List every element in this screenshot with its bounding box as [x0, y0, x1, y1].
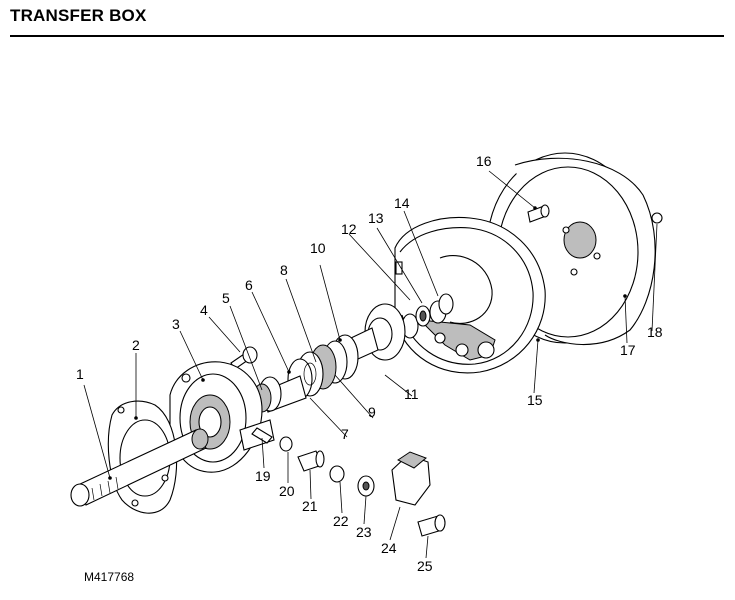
small-parts — [251, 204, 663, 537]
header-divider — [10, 35, 724, 37]
output-flange — [329, 303, 406, 369]
callout-8: 8 — [280, 262, 288, 278]
callout-11: 11 — [404, 386, 419, 402]
callout-20: 20 — [279, 483, 295, 499]
input-shaft — [70, 428, 209, 507]
callout-16: 16 — [476, 153, 492, 169]
callout-25: 25 — [417, 558, 433, 574]
callout-7: 7 — [341, 426, 349, 442]
callout-1: 1 — [76, 366, 84, 382]
callout-22: 22 — [333, 513, 349, 529]
oil-seals — [401, 293, 454, 339]
callout-4: 4 — [200, 302, 208, 318]
callout-9: 9 — [368, 404, 376, 420]
callout-23: 23 — [356, 524, 372, 540]
callout-18: 18 — [647, 324, 663, 340]
callout-10: 10 — [310, 240, 326, 256]
callout-6: 6 — [245, 277, 253, 293]
callout-17: 17 — [620, 342, 636, 358]
housing-plate — [394, 216, 546, 374]
page-title: TRANSFER BOX — [10, 6, 147, 25]
callout-13: 13 — [368, 210, 384, 226]
callout-2: 2 — [132, 337, 140, 353]
callout-12: 12 — [341, 221, 357, 237]
callout-15: 15 — [527, 392, 543, 408]
callout-19: 19 — [255, 468, 271, 484]
leader-lines — [83, 170, 658, 559]
bearing-pack — [287, 334, 359, 400]
callout-21: 21 — [302, 498, 318, 514]
callout-3: 3 — [172, 316, 180, 332]
callout-24: 24 — [381, 540, 397, 556]
callout-5: 5 — [222, 290, 230, 306]
bolt — [230, 346, 258, 370]
callout-14: 14 — [394, 195, 410, 211]
figure-code: M417768 — [84, 570, 135, 584]
